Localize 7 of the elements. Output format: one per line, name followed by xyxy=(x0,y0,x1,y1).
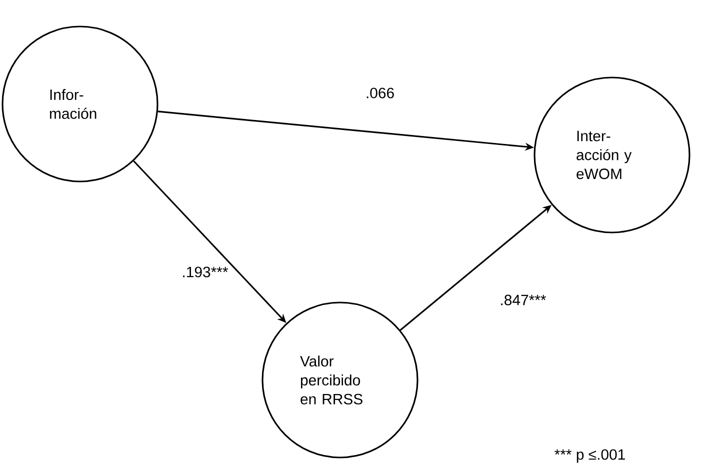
edge-label: .847*** xyxy=(501,294,546,306)
circle-node: Inter- acción y eWOM xyxy=(534,76,690,234)
edge-label: .066 xyxy=(366,88,394,98)
circle-node: Infor- mación xyxy=(2,26,158,182)
edge-label: .193*** xyxy=(183,266,228,278)
footnote: *** p ≤.001 xyxy=(554,449,625,463)
circle-node: Valor percibido en RRSS xyxy=(262,302,418,458)
